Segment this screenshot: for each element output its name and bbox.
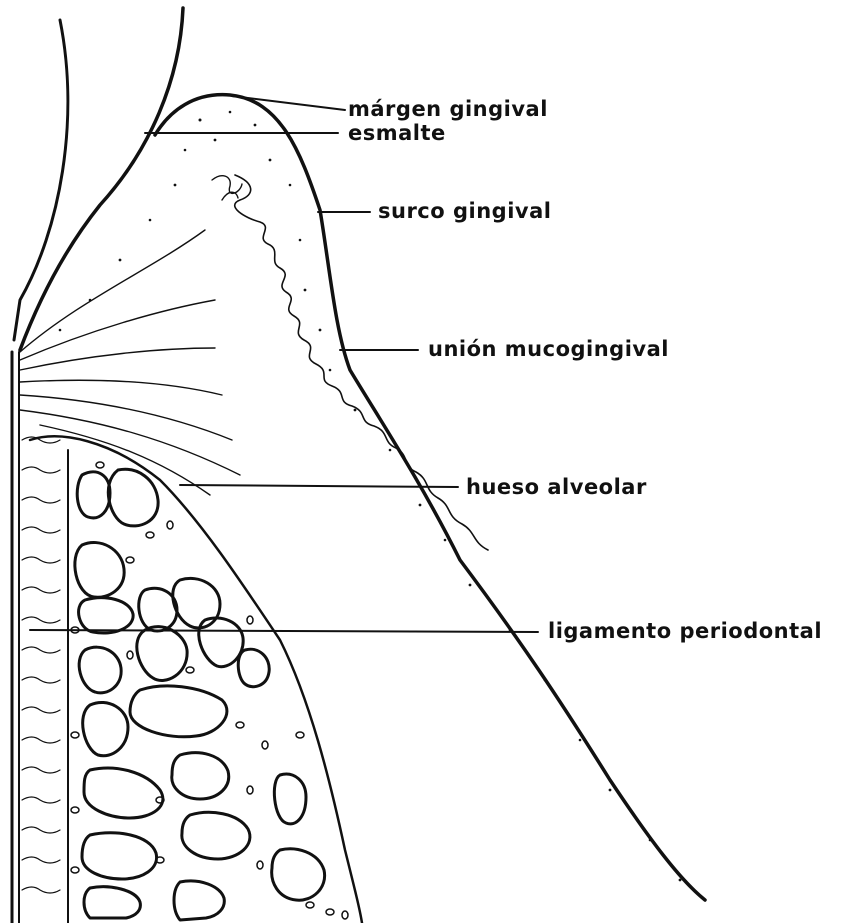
epithelium-rete-pegs [235, 175, 488, 550]
label-esmalte: esmalte [348, 121, 446, 145]
label-union-mucogingival: unión mucogingival [428, 337, 669, 361]
leader-lines [30, 96, 538, 632]
label-margen-gingival: márgen gingival [348, 97, 548, 121]
epithelium-rete-pegs-inner [212, 176, 242, 200]
bone-marrow-spaces [75, 469, 325, 920]
tooth-outline [14, 20, 68, 340]
gingival-fibres [20, 230, 240, 495]
label-hueso-alveolar: hueso alveolar [466, 475, 647, 499]
leader-hueso [180, 485, 458, 487]
leader-margen [232, 96, 345, 110]
label-surco-gingival: surco gingival [378, 199, 551, 223]
label-ligamento-periodontal: ligamento periodontal [548, 619, 822, 643]
periodontal-ligament [22, 437, 60, 893]
